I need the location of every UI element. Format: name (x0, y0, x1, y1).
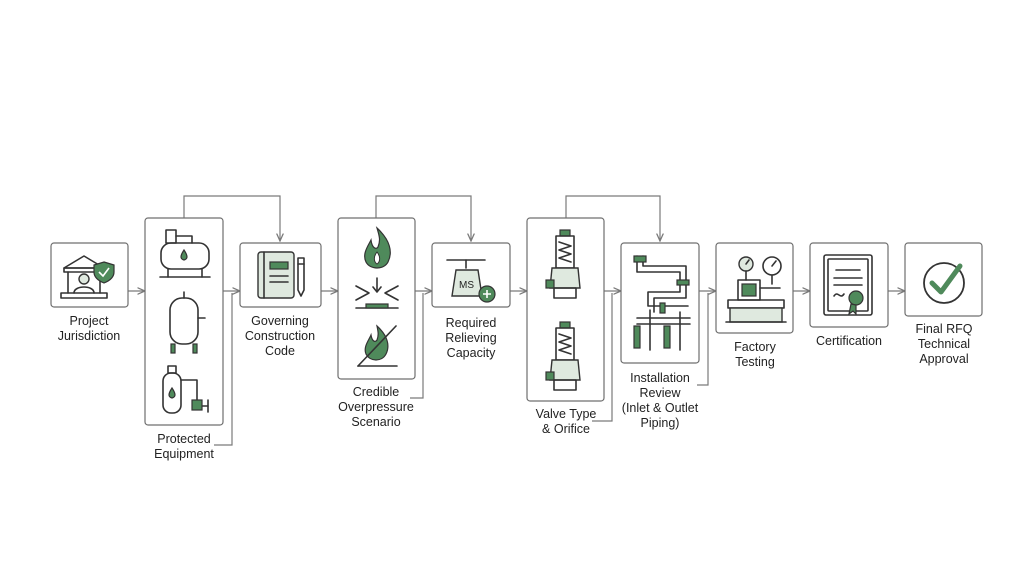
node-testing (715, 242, 794, 334)
node-code (239, 242, 322, 308)
label-approval: Final RFQ Technical Approval (915, 322, 973, 366)
link-scenario-label-to-capacity (410, 293, 424, 399)
label-capacity: Required Relieving Capacity (445, 316, 497, 360)
label-equipment: Protected Equipment (154, 432, 214, 461)
label-testing: Factory Testing (734, 340, 776, 369)
scale-text: MS (459, 280, 474, 291)
relief-valve-icon (545, 229, 581, 391)
code-book-icon (257, 251, 305, 299)
connectors (128, 195, 905, 446)
label-installation: Installation Review (Inlet & Outlet Pipi… (621, 371, 699, 430)
node-jurisdiction (50, 242, 129, 308)
label-valve: Valve Type & Orifice (535, 407, 597, 436)
checkmark-icon (923, 262, 965, 304)
vessels-icon (159, 229, 211, 414)
bracket-valve-to-installation (565, 195, 660, 241)
courthouse-shield-icon (60, 255, 115, 299)
link-equipment-label-to-code (214, 293, 233, 446)
node-scenario (337, 217, 416, 380)
node-approval (904, 242, 983, 317)
node-certification (809, 242, 889, 328)
node-equipment (144, 217, 224, 426)
test-bench-icon (725, 256, 787, 323)
node-capacity: MS (431, 242, 511, 308)
label-jurisdiction: Project Jurisdiction (57, 314, 121, 343)
label-code: Governing Construction Code (244, 314, 316, 358)
piping-icon (633, 255, 691, 351)
label-scenario: Credible Overpressure Scenario (338, 385, 414, 429)
link-installation-label-to-testing (697, 293, 709, 386)
link-valve-label-to-installation (592, 293, 613, 422)
bracket-scenario-to-capacity (375, 195, 471, 241)
fire-rupture-icon (355, 226, 399, 367)
node-installation (620, 242, 700, 364)
node-valve (526, 217, 605, 402)
certificate-icon (823, 254, 873, 316)
label-certification: Certification (816, 334, 882, 348)
scale-icon: MS (446, 259, 496, 303)
bracket-equipment-to-code (183, 195, 280, 241)
